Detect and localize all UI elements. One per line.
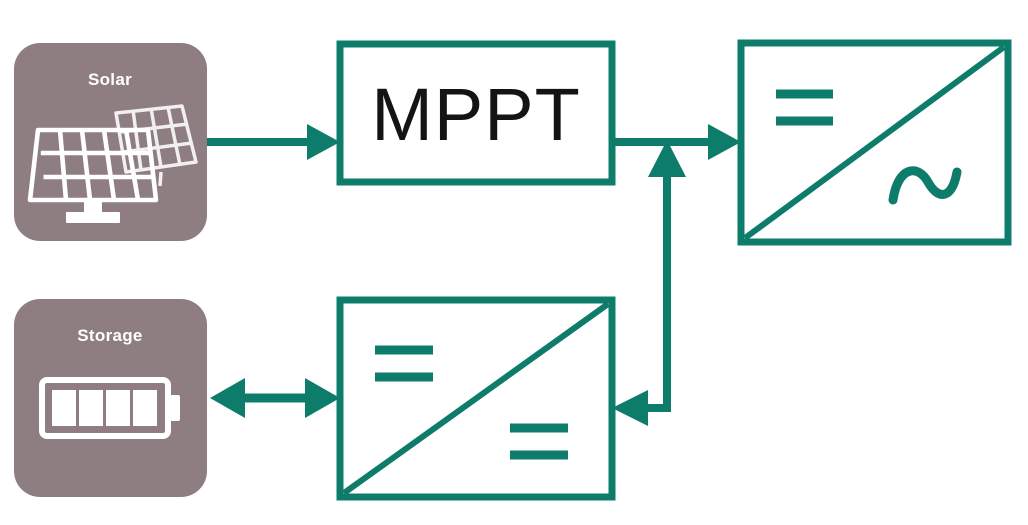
dcdc-output-dc-symbol-icon bbox=[510, 423, 568, 460]
battery-icon bbox=[39, 377, 180, 439]
arrowhead-right bbox=[305, 378, 340, 418]
dc-ac-inverter-block[interactable] bbox=[737, 39, 1012, 246]
ac-sine-symbol-icon bbox=[888, 166, 962, 205]
solar-source-block[interactable]: Solar bbox=[14, 43, 207, 241]
arrowhead-right bbox=[708, 124, 741, 160]
mppt-block[interactable]: MPPT bbox=[336, 40, 616, 186]
arrowhead-left bbox=[210, 378, 245, 418]
connection-dcdc-to-dc-bus bbox=[612, 140, 686, 426]
storage-block-label: Storage bbox=[77, 326, 142, 345]
connection-mppt-to-inverter bbox=[612, 124, 741, 160]
dc-dc-converter-block[interactable] bbox=[336, 296, 616, 501]
solar-block-background bbox=[14, 43, 207, 241]
connection-solar-to-mppt bbox=[207, 124, 340, 160]
arrowhead-right bbox=[307, 124, 340, 160]
arrowhead-up bbox=[648, 140, 686, 177]
dcdc-diagonal-divider bbox=[342, 301, 610, 496]
dc-symbol-icon bbox=[776, 89, 833, 126]
inverter-diagonal-divider bbox=[743, 44, 1006, 241]
mppt-block-outline bbox=[336, 40, 616, 186]
arrowhead-left bbox=[612, 390, 648, 426]
connection-storage-to-dcdc bbox=[210, 378, 340, 418]
solar-panel-icon bbox=[27, 104, 198, 223]
storage-source-block[interactable]: Storage bbox=[14, 299, 207, 497]
dcdc-input-dc-symbol-icon bbox=[375, 345, 433, 382]
solar-block-label: Solar bbox=[88, 70, 132, 89]
mppt-block-label: MPPT bbox=[371, 73, 581, 156]
